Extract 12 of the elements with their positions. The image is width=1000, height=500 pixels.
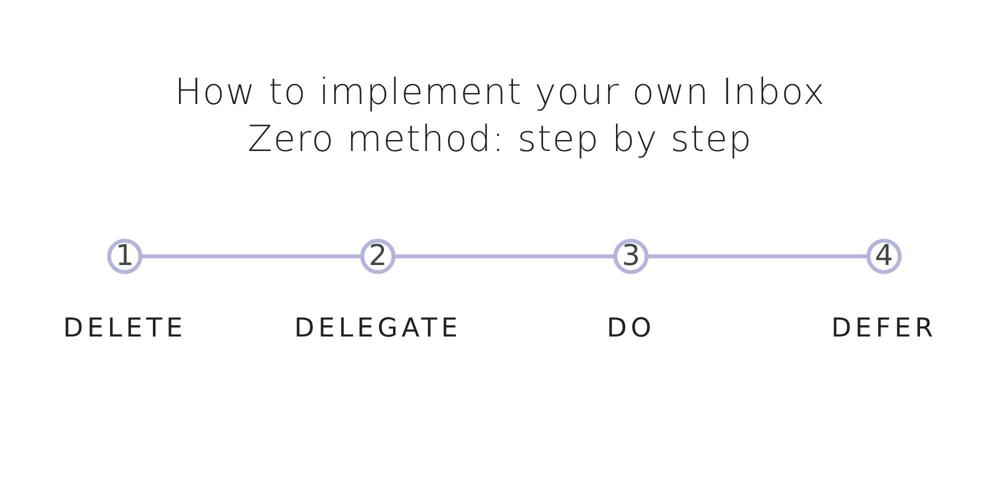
node-circle: 4 [866, 238, 902, 274]
connector [140, 254, 362, 258]
step-label: DELEGATE [294, 313, 462, 344]
title: How to implement your own Inbox Zero method: step by step [174, 71, 826, 162]
node-circle: 2 [360, 238, 396, 274]
step-label: DO [606, 313, 656, 344]
connector [394, 254, 616, 258]
node-circle: 1 [107, 238, 142, 274]
node-circle: 3 [613, 238, 649, 274]
connector [646, 254, 868, 258]
step-label: DEFER [831, 313, 937, 344]
step-label: DELETE [63, 313, 187, 344]
